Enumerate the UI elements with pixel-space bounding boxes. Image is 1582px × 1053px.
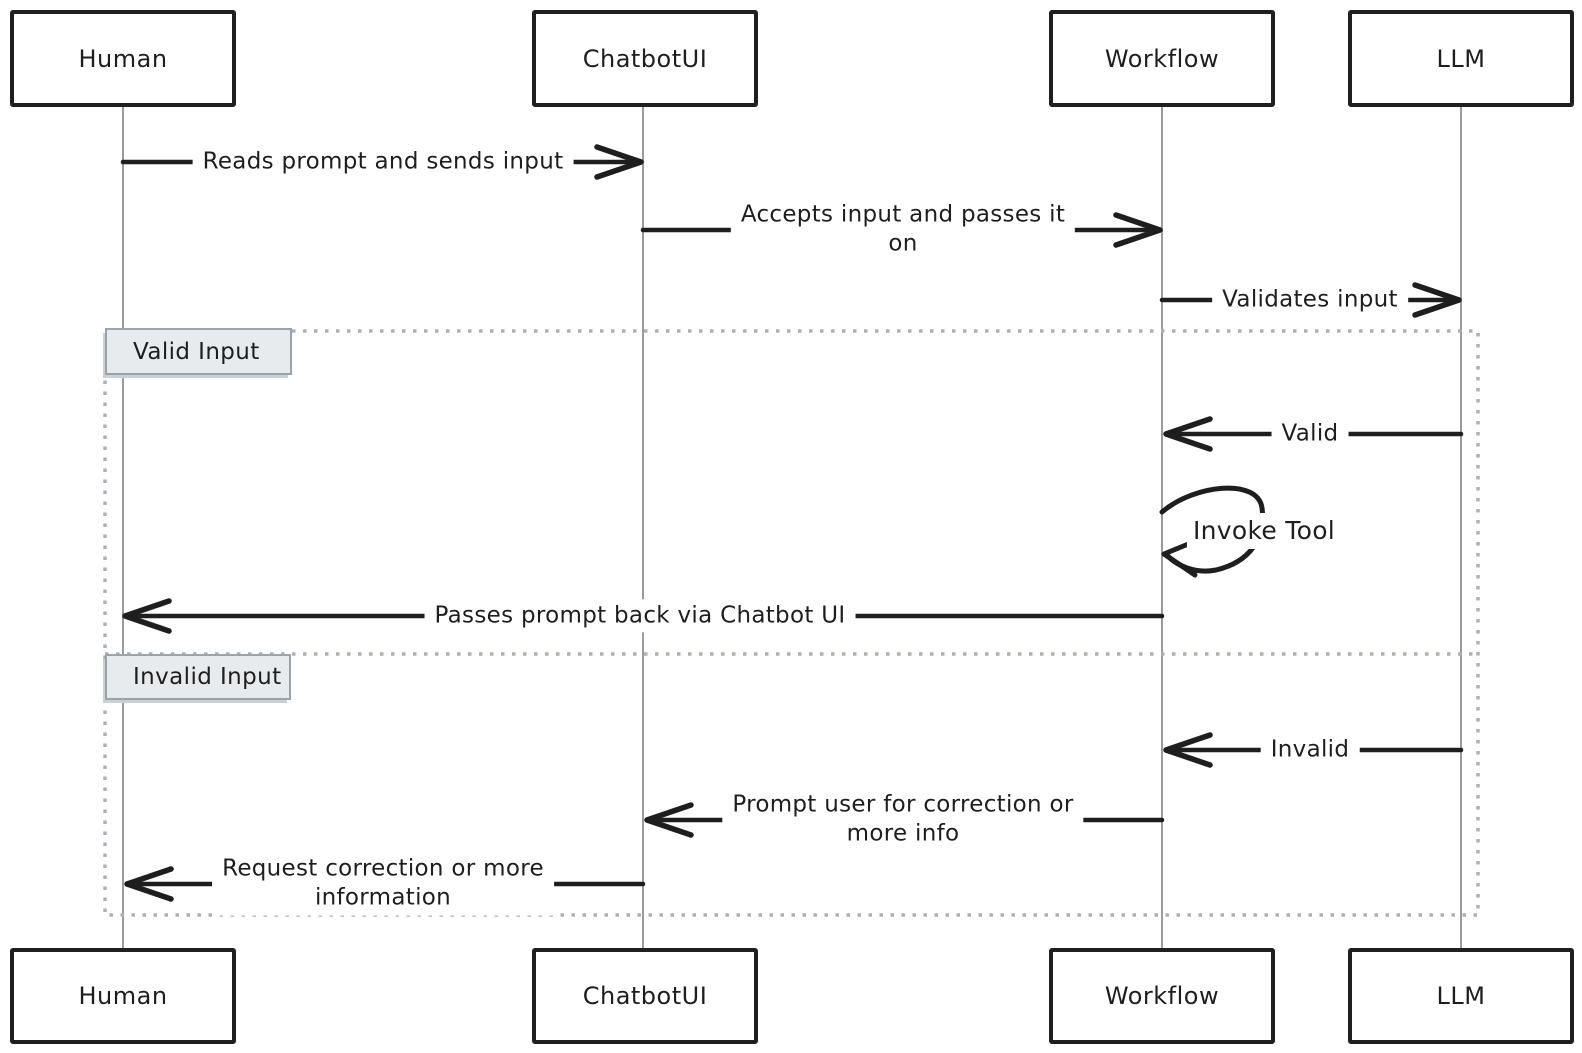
actor-label: Workflow — [1104, 982, 1220, 1010]
arrowhead-left-icon — [1161, 537, 1201, 578]
actor-label: Human — [78, 44, 168, 73]
arrowhead-right-icon — [594, 144, 644, 180]
actor-box-chatbotui-bottom: ChatbotUI — [532, 948, 758, 1044]
actor-label: ChatbotUI — [582, 44, 708, 73]
arrowhead-left-icon — [122, 598, 172, 634]
alt-frame — [103, 329, 1480, 917]
message-label-reads-prompt: Reads prompt and sends input — [192, 145, 574, 179]
actor-label: ChatbotUI — [582, 982, 708, 1010]
actor-label: Human — [78, 982, 168, 1010]
alt-frame-label-valid: Valid Input — [105, 328, 292, 375]
arrowhead-right-icon — [1113, 212, 1163, 248]
message-label-invoke-tool: Invoke Tool — [1186, 513, 1342, 549]
lifelines — [122, 107, 1462, 948]
message-label-validates-input: Validates input — [1212, 283, 1408, 317]
actor-box-workflow-top: Workflow — [1049, 10, 1275, 107]
alt-frame-label-invalid-text: Invalid Input — [133, 664, 282, 690]
actor-label: LLM — [1436, 982, 1486, 1010]
message-label-passes-prompt-back: Passes prompt back via Chatbot UI — [424, 599, 856, 633]
message-label-prompt-user: Prompt user for correction or more info — [722, 788, 1084, 852]
arrowhead-right-icon — [1412, 282, 1462, 318]
actor-box-human-bottom: Human — [10, 948, 236, 1044]
actor-box-llm-bottom: LLM — [1348, 948, 1574, 1044]
message-label-valid: Valid — [1271, 417, 1349, 451]
alt-frame-border — [103, 329, 1480, 917]
actor-label: LLM — [1436, 44, 1486, 73]
message-label-accepts-input: Accepts input and passes it on — [730, 198, 1076, 262]
actor-box-llm-top: LLM — [1348, 10, 1574, 107]
actor-box-chatbotui-top: ChatbotUI — [532, 10, 758, 107]
message-label-request-correction: Request correction or more information — [212, 852, 554, 916]
alt-frame-label-invalid: Invalid Input — [105, 654, 291, 700]
arrowhead-left-icon — [1163, 732, 1213, 768]
actor-box-human-top: Human — [10, 10, 236, 107]
alt-frame-label-valid-text: Valid Input — [133, 338, 260, 365]
message-label-invalid: Invalid — [1260, 733, 1360, 767]
actor-label: Workflow — [1104, 44, 1220, 73]
actor-box-workflow-bottom: Workflow — [1049, 948, 1275, 1044]
arrowhead-left-icon — [124, 866, 174, 902]
arrowhead-left-icon — [1163, 416, 1213, 452]
arrowhead-left-icon — [644, 802, 694, 838]
